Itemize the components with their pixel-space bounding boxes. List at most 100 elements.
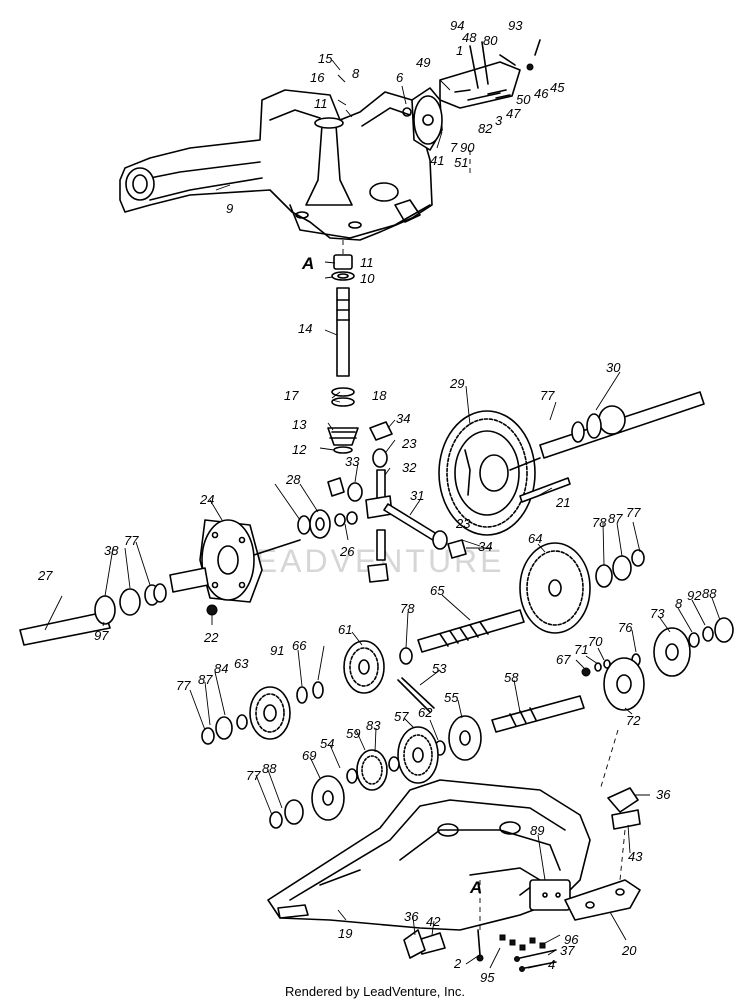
- callout-93: 93: [508, 18, 523, 33]
- right-gear-stack: [519, 542, 645, 634]
- input-shaft-stack: [327, 254, 359, 454]
- callout-66: 66: [292, 638, 307, 653]
- callout-58: 58: [504, 670, 519, 685]
- shift-cover-assembly: [402, 39, 541, 151]
- callout-37: 37: [560, 943, 575, 958]
- callout-19: 19: [338, 926, 352, 941]
- callout-22: 22: [203, 630, 219, 645]
- callout-27: 27: [37, 568, 53, 583]
- bolts: [476, 929, 557, 972]
- callout-61: 61: [338, 622, 352, 637]
- callout-96: 96: [564, 932, 579, 947]
- callout-13: 13: [292, 417, 307, 432]
- callout-26: 26: [339, 544, 355, 559]
- callout-50: 50: [516, 92, 531, 107]
- callout-16: 16: [310, 70, 325, 85]
- callout-91: 91: [270, 643, 284, 658]
- callout-18: 18: [372, 388, 387, 403]
- callout-A-lower: A: [469, 878, 482, 897]
- callout-63: 63: [234, 656, 249, 671]
- callout-15: 15: [318, 51, 333, 66]
- callout-49: 49: [416, 55, 430, 70]
- callout-28: 28: [285, 472, 301, 487]
- callout-65: 65: [430, 583, 445, 598]
- callout-14: 14: [298, 321, 312, 336]
- callout-80: 80: [483, 33, 498, 48]
- footer-credit: Rendered by LeadVenture, Inc.: [285, 984, 465, 999]
- callout-29: 29: [449, 376, 464, 391]
- callout-89: 89: [530, 823, 544, 838]
- ring-gear-assembly: [438, 391, 705, 536]
- callout-6: 6: [396, 70, 404, 85]
- callout-84: 84: [214, 661, 228, 676]
- callout-77b: 77: [626, 505, 641, 520]
- callout-88a: 88: [702, 586, 717, 601]
- callout-55: 55: [444, 690, 459, 705]
- callout-17: 17: [284, 388, 299, 403]
- callout-78b: 78: [400, 601, 415, 616]
- callout-41: 41: [430, 153, 444, 168]
- callout-51: 51: [454, 155, 468, 170]
- callout-59: 59: [346, 726, 360, 741]
- callout-8b: 8: [675, 596, 683, 611]
- callout-34: 34: [396, 411, 410, 426]
- callout-46: 46: [534, 86, 549, 101]
- callout-77c: 77: [124, 533, 139, 548]
- lower-housing: [267, 779, 591, 931]
- callout-72: 72: [626, 713, 641, 728]
- callout-48: 48: [462, 30, 477, 45]
- callout-4: 4: [548, 957, 555, 972]
- callout-97: 97: [94, 628, 109, 643]
- callout-23: 23: [401, 436, 417, 451]
- callout-54: 54: [320, 736, 334, 751]
- callout-8: 8: [352, 66, 360, 81]
- callout-87a: 87: [608, 511, 623, 526]
- callout-82: 82: [478, 121, 493, 136]
- callout-36b: 36: [404, 909, 419, 924]
- callout-77d: 77: [176, 678, 191, 693]
- callout-34b: 34: [478, 539, 492, 554]
- callout-3: 3: [495, 113, 503, 128]
- callout-95: 95: [480, 970, 495, 985]
- callout-12: 12: [292, 442, 307, 457]
- callout-23b: 23: [455, 516, 471, 531]
- callout-10: 10: [360, 271, 375, 286]
- brake-shaft-parts: [581, 617, 734, 677]
- callout-94: 94: [450, 18, 464, 33]
- callout-45: 45: [550, 80, 565, 95]
- callout-7: 7: [450, 140, 458, 155]
- callout-47: 47: [506, 106, 521, 121]
- shift-forks: [403, 787, 641, 959]
- countershaft-assembly: [201, 609, 525, 745]
- callout-73: 73: [650, 606, 665, 621]
- callout-71: 71: [574, 642, 588, 657]
- callout-83: 83: [366, 718, 381, 733]
- callout-11: 11: [314, 96, 328, 111]
- callout-90: 90: [460, 140, 475, 155]
- callout-69: 69: [302, 748, 316, 763]
- callout-77e: 77: [246, 768, 261, 783]
- callout-78a: 78: [592, 515, 607, 530]
- callout-87b: 87: [198, 672, 213, 687]
- callout-33: 33: [345, 454, 360, 469]
- callout-42: 42: [426, 914, 441, 929]
- callout-labels: 15 8 16 11 6 94 48 93 1 80 49 45 46 50 4…: [37, 18, 717, 985]
- callout-88b: 88: [262, 761, 277, 776]
- left-axle-assembly: [19, 509, 358, 646]
- upper-housing: [119, 89, 433, 241]
- callout-62: 62: [418, 705, 433, 720]
- callout-76: 76: [618, 620, 633, 635]
- callout-20: 20: [621, 943, 637, 958]
- callout-11b: 11: [360, 255, 374, 270]
- callout-77a: 77: [540, 388, 555, 403]
- output-shaft-assembly: [269, 657, 645, 829]
- callout-2: 2: [453, 956, 462, 971]
- callout-36a: 36: [656, 787, 671, 802]
- callout-38: 38: [104, 543, 119, 558]
- callout-9: 9: [226, 201, 233, 216]
- callout-67: 67: [556, 652, 571, 667]
- callout-21: 21: [555, 495, 570, 510]
- callout-43: 43: [628, 849, 643, 864]
- callout-70: 70: [588, 634, 603, 649]
